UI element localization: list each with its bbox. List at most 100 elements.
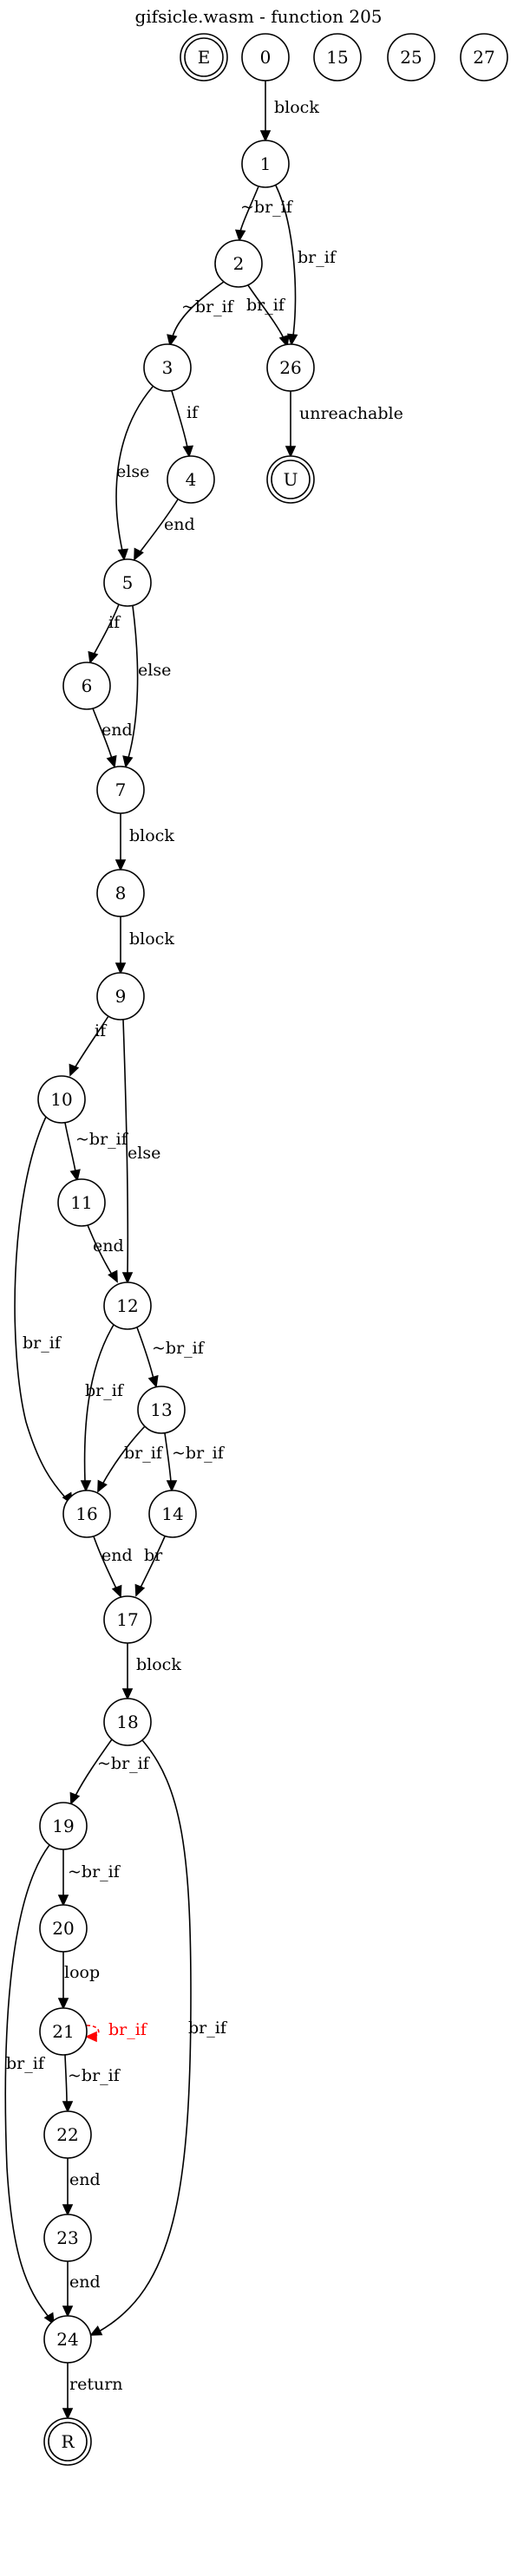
node-label: 10 xyxy=(50,1089,72,1110)
node-label: 0 xyxy=(260,47,272,68)
edge-7-to-8: block xyxy=(115,813,174,871)
edge-16-to-17: end xyxy=(93,1536,133,1598)
edge-6-to-7: end xyxy=(92,708,133,768)
edge-line xyxy=(74,1015,109,1069)
node-label: 12 xyxy=(116,1295,138,1316)
node-circle xyxy=(266,343,315,392)
node-19: 19 xyxy=(39,1802,88,1850)
node-13: 13 xyxy=(137,1386,186,1434)
edge-line xyxy=(93,1536,117,1589)
edge-1-to-26: br_if xyxy=(275,185,337,346)
node-label: 1 xyxy=(260,153,272,174)
edge-21-to-21: br_if xyxy=(85,2020,148,2043)
node-label: 15 xyxy=(326,47,348,68)
edge-line xyxy=(164,1432,172,1483)
edge-5-to-7: else xyxy=(122,605,171,768)
node-22: 22 xyxy=(43,2110,92,2159)
node-U: U xyxy=(266,455,315,504)
arrowhead-icon xyxy=(278,334,290,348)
arrowhead-icon xyxy=(62,2305,74,2318)
node-E: E xyxy=(180,33,228,82)
edge-label: if xyxy=(187,403,200,422)
node-label: 23 xyxy=(56,2227,78,2248)
edge-0-to-1: block xyxy=(259,81,319,142)
arrowhead-icon xyxy=(69,1791,81,1805)
edge-label: ~br_if xyxy=(68,2066,121,2085)
node-7: 7 xyxy=(96,766,145,814)
node-circle xyxy=(241,140,290,188)
node-label: 25 xyxy=(400,47,422,68)
edge-24-to-R: return xyxy=(62,2363,123,2420)
node-circle xyxy=(96,766,145,814)
node-label: 21 xyxy=(52,2021,74,2042)
edge-line xyxy=(92,708,113,760)
edge-10-to-16: br_if xyxy=(14,1116,73,1505)
arrowhead-icon xyxy=(69,1063,80,1077)
node-circle xyxy=(62,662,111,710)
arrowhead-icon xyxy=(134,1583,146,1597)
graph-title: gifsicle.wasm - function 205 xyxy=(134,6,382,27)
edge-label: block xyxy=(129,929,174,949)
arrowhead-icon xyxy=(80,1480,92,1492)
edge-line xyxy=(140,1536,166,1588)
node-label: 7 xyxy=(115,779,127,800)
edge-4-to-5: end xyxy=(134,499,195,561)
edge-10-to-11: ~br_if xyxy=(64,1122,129,1182)
edge-label: end xyxy=(69,2273,101,2292)
edge-line xyxy=(87,1224,113,1275)
edge-line xyxy=(14,1116,67,1499)
node-label: E xyxy=(198,47,211,68)
node-circle xyxy=(39,1802,88,1850)
node-inner-circle xyxy=(184,37,224,77)
node-circle xyxy=(387,33,435,82)
node-label: 22 xyxy=(56,2124,78,2145)
edge-label: if xyxy=(95,1021,108,1040)
edge-line xyxy=(64,1122,76,1172)
arrowhead-icon xyxy=(111,1584,122,1598)
edge-line xyxy=(247,284,285,339)
node-label: 19 xyxy=(52,1816,74,1836)
node-circle xyxy=(43,2110,92,2159)
arrowhead-icon xyxy=(182,445,194,458)
node-inner-circle xyxy=(48,2422,88,2462)
edge-12-to-16: br_if xyxy=(80,1324,125,1492)
edge-14-to-17: br xyxy=(134,1536,166,1597)
edge-label: br_if xyxy=(124,1444,164,1463)
node-circle xyxy=(143,343,192,392)
node-26: 26 xyxy=(266,343,315,392)
edge-label: ~br_if xyxy=(68,1862,121,1881)
node-label: 16 xyxy=(75,1503,97,1524)
edge-2-to-26: br_if xyxy=(246,284,290,348)
arrowhead-icon xyxy=(122,755,134,768)
edge-label: else xyxy=(138,661,171,680)
edge-label: br_if xyxy=(188,2018,228,2038)
node-label: U xyxy=(284,469,298,490)
edge-label: block xyxy=(274,98,319,117)
edge-label: ~br_if xyxy=(181,297,235,316)
arrowhead-icon xyxy=(285,446,297,458)
node-label: 26 xyxy=(279,357,301,378)
node-circle xyxy=(167,455,215,504)
node-5: 5 xyxy=(103,558,152,607)
edge-label: br_if xyxy=(23,1334,62,1353)
node-label: 14 xyxy=(161,1503,183,1524)
edge-label: block xyxy=(136,1655,181,1674)
node-label: 24 xyxy=(56,2329,78,2350)
edge-5-to-6: if xyxy=(88,603,121,664)
edge-21-to-22: ~br_if xyxy=(62,2054,121,2113)
node-10: 10 xyxy=(37,1075,86,1124)
edge-line xyxy=(115,386,154,551)
node-21: 21 xyxy=(39,2007,88,2056)
arrowhead-icon xyxy=(134,547,144,561)
arrowhead-icon xyxy=(97,1479,108,1493)
arrowhead-icon xyxy=(167,334,178,347)
node-circle xyxy=(103,1698,152,1746)
edge-label: end xyxy=(101,1546,133,1565)
node-label: 9 xyxy=(115,986,127,1007)
node-1: 1 xyxy=(241,140,290,188)
node-circle xyxy=(137,1386,186,1434)
edge-18-to-24: br_if xyxy=(89,1739,228,2336)
edge-13-to-16: br_if xyxy=(97,1425,164,1493)
edge-line xyxy=(83,1324,115,1483)
